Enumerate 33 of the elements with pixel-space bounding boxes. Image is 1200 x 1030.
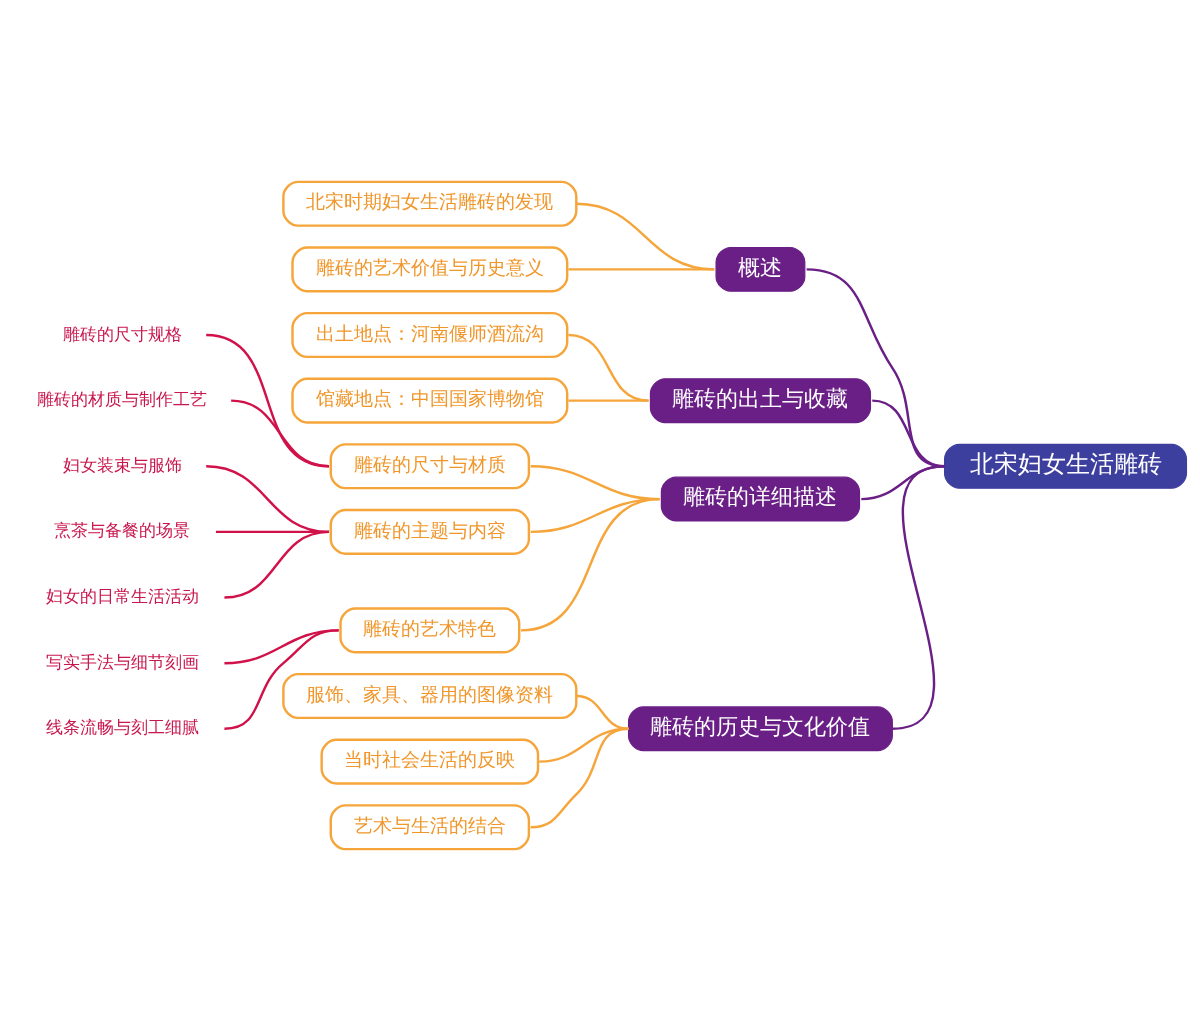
connector: [224, 628, 339, 730]
connector: [224, 530, 330, 599]
node-box: 馆藏地点：中国国家博物馆: [291, 377, 569, 424]
node-box: 出土地点：河南偃师酒流沟: [291, 311, 569, 358]
node-box: 雕砖的出土与收藏: [649, 377, 872, 423]
connector: [892, 464, 945, 730]
connector: [520, 497, 660, 632]
node-text: 写实手法与细节刻画: [45, 651, 199, 672]
connector: [576, 694, 629, 730]
node-box: 雕砖的详细描述: [660, 476, 861, 522]
node-text: 妇女装束与服饰: [62, 454, 182, 475]
node-box: 服饰、家具、器用的图像资料: [282, 672, 578, 719]
node-box: 北宋妇女生活雕砖: [943, 443, 1188, 489]
node-text: 雕砖的尺寸规格: [62, 323, 182, 343]
node-box: 艺术与生活的结合: [329, 803, 531, 850]
node-text: 妇女的日常生活活动: [45, 585, 199, 606]
connector: [206, 333, 330, 467]
node-box: 雕砖的艺术特色: [339, 606, 521, 653]
node-box: 雕砖的尺寸与材质: [329, 442, 531, 489]
node-box: 概述: [715, 246, 806, 292]
node-box: 北宋时期妇女生活雕砖的发现: [282, 180, 578, 227]
node-text: 线条流畅与刻工细腻: [45, 716, 199, 737]
node-text: 烹茶与备餐的场景: [54, 519, 191, 540]
node-text: 雕砖的材质与制作工艺: [37, 388, 208, 409]
connector: [230, 398, 330, 467]
connector: [530, 727, 629, 828]
node-box: 雕砖的主题与内容: [329, 508, 531, 555]
node-box: 雕砖的历史与文化价值: [627, 705, 893, 751]
connector: [568, 267, 715, 271]
node-box: 雕砖的艺术价值与历史意义: [291, 245, 569, 292]
node-box: 当时社会生活的反映: [320, 738, 540, 785]
connector: [568, 333, 649, 402]
connector: [568, 398, 649, 402]
